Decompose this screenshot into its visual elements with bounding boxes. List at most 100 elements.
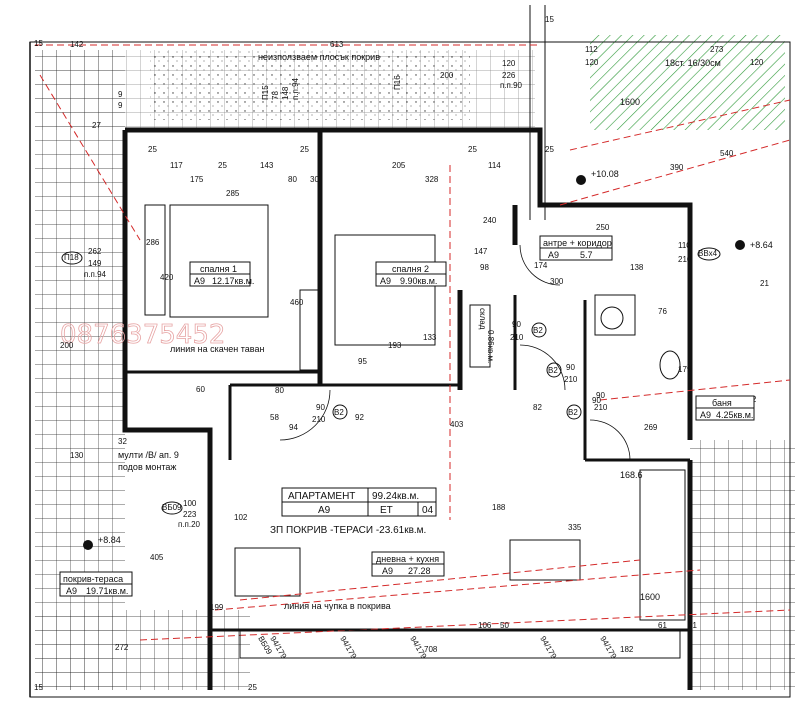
stair-dim-d: 120 xyxy=(750,58,764,67)
svg-text:94: 94 xyxy=(289,423,298,432)
svg-text:460: 460 xyxy=(290,298,304,307)
apartment-floor: 04 xyxy=(422,505,434,516)
svg-text:174: 174 xyxy=(534,261,548,270)
svg-text:B2: B2 xyxy=(334,408,344,417)
svg-text:дневна + кухня: дневна + кухня xyxy=(376,554,439,564)
svg-text:4.25кв.м.: 4.25кв.м. xyxy=(716,410,753,420)
room-storage: склад 0.86кв.м. xyxy=(469,304,495,368)
level-markers xyxy=(83,175,745,550)
room-terrace: покрив-тераса А9 19.71кв.м. xyxy=(59,571,133,597)
svg-text:708: 708 xyxy=(424,645,438,654)
svg-text:1600: 1600 xyxy=(640,592,660,602)
kitchen-counter xyxy=(639,469,686,621)
svg-text:175: 175 xyxy=(190,175,204,184)
svg-text:92: 92 xyxy=(355,413,364,422)
door-tags: B2 90 210 B2 90 210 B2 90 210 B2 90 210 xyxy=(312,320,608,424)
svg-text:110: 110 xyxy=(678,241,691,250)
bed-2 xyxy=(334,234,436,346)
apartment-box: АПАРТАМЕНТ 99.24кв.м. А9 ЕТ 04 ЗП ПОКРИВ… xyxy=(270,487,437,536)
svg-text:покрив-тераса: покрив-тераса xyxy=(63,574,123,584)
svg-text:15: 15 xyxy=(34,39,43,48)
stair-span: 1600 xyxy=(620,97,640,107)
svg-text:82: 82 xyxy=(533,403,542,412)
watermark: 0876375452 xyxy=(60,320,225,350)
level-right: +8.64 xyxy=(750,240,773,250)
unused-roof-fill xyxy=(150,50,470,120)
svg-text:15: 15 xyxy=(545,15,554,24)
note-sloped-ceiling: линия на скачен таван xyxy=(170,344,264,354)
svg-text:210: 210 xyxy=(678,255,692,264)
svg-text:80: 80 xyxy=(275,386,284,395)
svg-text:58: 58 xyxy=(270,413,279,422)
svg-text:П15: П15 xyxy=(261,85,270,100)
svg-text:А9: А9 xyxy=(382,566,393,576)
svg-text:90: 90 xyxy=(596,391,605,400)
svg-text:А9: А9 xyxy=(194,276,205,286)
stair-dim-b: 273 xyxy=(710,45,724,54)
svg-text:25: 25 xyxy=(218,161,227,170)
svg-text:210: 210 xyxy=(312,415,326,424)
svg-text:0.86кв.м.: 0.86кв.м. xyxy=(486,330,495,363)
room-bath: баня А9 4.25кв.м. xyxy=(695,395,755,421)
svg-text:п.п.20: п.п.20 xyxy=(178,520,201,529)
svg-text:П18: П18 xyxy=(64,253,79,262)
svg-text:286: 286 xyxy=(146,238,160,247)
svg-text:269: 269 xyxy=(644,423,658,432)
note-roof-break: линия на чупка в покрива xyxy=(284,601,391,611)
svg-text:ВВх4: ВВх4 xyxy=(698,249,718,258)
bed-1 xyxy=(169,204,269,318)
washbasin xyxy=(600,306,624,330)
stair-width: 390 xyxy=(670,163,684,172)
svg-text:199: 199 xyxy=(210,603,224,612)
svg-text:п.п.94: п.п.94 xyxy=(84,270,107,279)
svg-text:25: 25 xyxy=(300,145,309,154)
svg-text:114: 114 xyxy=(488,161,501,170)
svg-text:272: 272 xyxy=(115,643,129,652)
svg-text:420: 420 xyxy=(160,273,174,282)
svg-text:200: 200 xyxy=(60,341,74,350)
apartment-code: А9 xyxy=(318,505,331,516)
svg-text:285: 285 xyxy=(226,189,240,198)
dining-table xyxy=(509,539,581,581)
svg-text:98: 98 xyxy=(480,263,489,272)
svg-text:78: 78 xyxy=(271,91,280,100)
svg-text:антре + коридор: антре + коридор xyxy=(543,238,612,248)
svg-text:143: 143 xyxy=(260,161,274,170)
svg-text:27: 27 xyxy=(92,121,101,130)
svg-text:5.7: 5.7 xyxy=(580,250,593,260)
svg-text:130: 130 xyxy=(70,451,84,460)
svg-text:210: 210 xyxy=(564,375,578,384)
svg-text:205: 205 xyxy=(392,161,406,170)
bath-tub xyxy=(594,294,636,336)
terrace-grid-right xyxy=(690,440,795,690)
apartment-roof-terraces: ЗП ПОКРИВ -ТЕРАСИ -23.61кв.м. xyxy=(270,525,426,536)
wardrobe-1 xyxy=(144,204,166,316)
svg-text:61: 61 xyxy=(658,621,667,630)
svg-text:9.90кв.м.: 9.90кв.м. xyxy=(400,276,437,286)
stair-run: 540 xyxy=(720,149,734,158)
svg-text:100: 100 xyxy=(183,499,197,508)
svg-text:133: 133 xyxy=(423,333,437,342)
svg-text:223: 223 xyxy=(183,510,197,519)
svg-text:210: 210 xyxy=(510,333,524,342)
room-hall: антре + коридор А9 5.7 xyxy=(539,235,613,261)
apartment-total-area: 99.24кв.м. xyxy=(372,491,419,502)
svg-text:210: 210 xyxy=(594,403,608,412)
svg-text:21: 21 xyxy=(760,279,769,288)
apartment-floor-label: ЕТ xyxy=(380,505,393,516)
note-multi-1: мулти /В/ ап. 9 xyxy=(118,450,179,460)
svg-text:90: 90 xyxy=(592,396,601,405)
svg-text:А9: А9 xyxy=(380,276,391,286)
level-top: +10.08 xyxy=(591,169,619,179)
svg-text:106: 106 xyxy=(478,621,492,630)
svg-text:B2: B2 xyxy=(568,408,578,417)
stair-dim-a: 112 xyxy=(585,45,598,54)
svg-text:403: 403 xyxy=(450,420,464,429)
svg-text:71: 71 xyxy=(688,621,697,630)
apartment-header: АПАРТАМЕНТ xyxy=(288,491,355,502)
svg-text:А9: А9 xyxy=(700,410,711,420)
wardrobe-2 xyxy=(299,289,319,371)
svg-text:п.п.90: п.п.90 xyxy=(500,81,523,90)
svg-text:50: 50 xyxy=(500,621,509,630)
